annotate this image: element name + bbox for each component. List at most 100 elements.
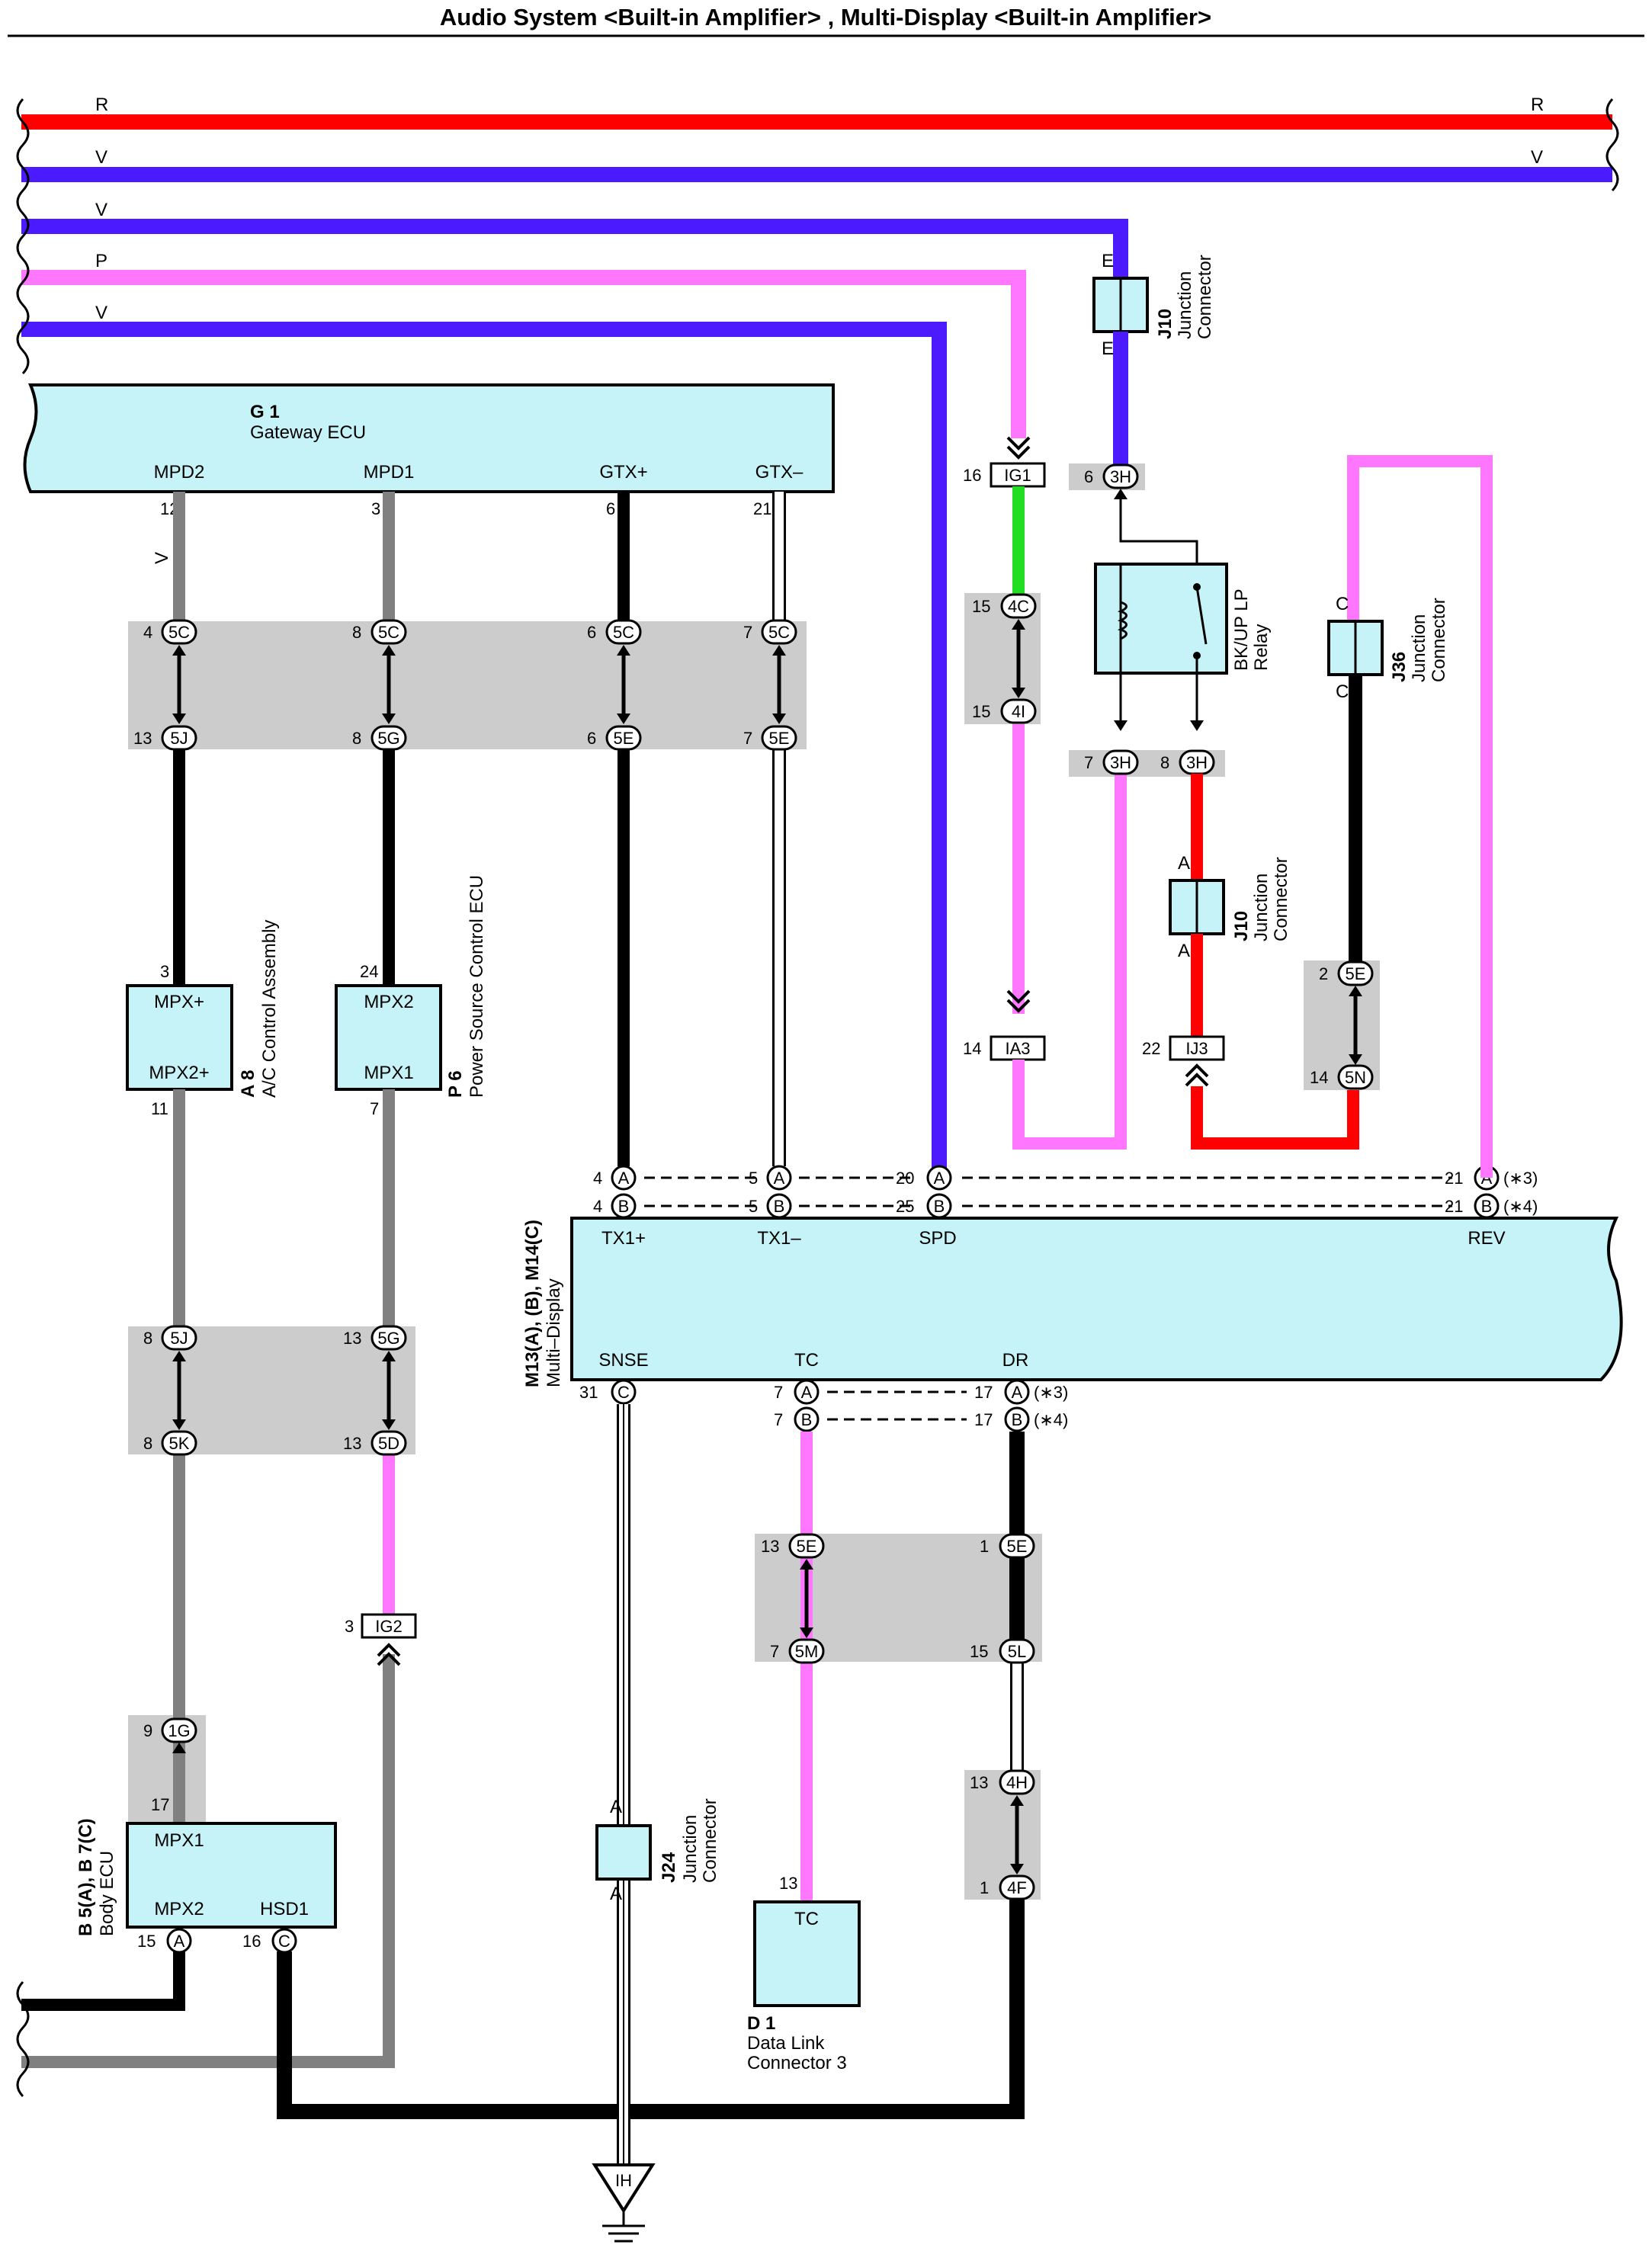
svg-text:3H: 3H	[1186, 753, 1208, 772]
svg-text:5: 5	[749, 1197, 758, 1216]
svg-text:B: B	[618, 1197, 630, 1216]
svg-text:MPX+: MPX+	[154, 992, 204, 1012]
svg-text:J36: J36	[1389, 652, 1410, 682]
svg-text:(∗3): (∗3)	[1034, 1383, 1068, 1402]
svg-text:15: 15	[970, 1642, 988, 1661]
svg-text:1: 1	[980, 1878, 989, 1897]
svg-text:B: B	[774, 1197, 785, 1216]
svg-text:13: 13	[761, 1537, 779, 1556]
svg-text:5E: 5E	[1346, 964, 1366, 983]
snse-ground-wire: A A J24 Junction Connector IH	[592, 1404, 720, 2243]
svg-text:(∗4): (∗4)	[1034, 1410, 1068, 1429]
svg-text:C: C	[1336, 594, 1349, 614]
svg-text:Connector: Connector	[700, 1798, 720, 1883]
svg-text:7: 7	[743, 729, 752, 748]
svg-text:TX1+: TX1+	[601, 1228, 646, 1249]
svg-text:17: 17	[974, 1410, 993, 1429]
svg-text:5E: 5E	[797, 1537, 817, 1556]
svg-text:Junction: Junction	[1175, 271, 1195, 339]
svg-text:Power Source Control ECU: Power Source Control ECU	[467, 875, 487, 1098]
svg-text:5N: 5N	[1345, 1068, 1366, 1087]
svg-text:14: 14	[1310, 1068, 1328, 1087]
svg-text:B: B	[801, 1410, 813, 1429]
svg-text:5D: 5D	[378, 1434, 399, 1453]
svg-text:IJ3: IJ3	[1185, 1039, 1208, 1058]
svg-text:4C: 4C	[1008, 597, 1029, 616]
svg-text:A: A	[1178, 941, 1190, 961]
svg-text:IG2: IG2	[375, 1617, 402, 1636]
svg-text:Junction: Junction	[1251, 874, 1272, 941]
svg-text:5: 5	[749, 1169, 758, 1188]
svg-text:P: P	[95, 251, 107, 271]
svg-text:7: 7	[1084, 753, 1093, 772]
diagram-title: Audio System <Built-in Amplifier> , Mult…	[440, 4, 1211, 30]
svg-text:A: A	[610, 1884, 622, 1904]
svg-text:A: A	[1012, 1383, 1023, 1402]
svg-text:A: A	[801, 1383, 813, 1402]
svg-text:5J: 5J	[170, 1329, 188, 1348]
svg-text:V: V	[95, 200, 107, 220]
svg-text:8: 8	[352, 729, 361, 748]
svg-text:16: 16	[963, 466, 981, 485]
svg-text:MPD2: MPD2	[154, 462, 205, 483]
svg-text:Junction: Junction	[680, 1815, 701, 1883]
svg-text:E: E	[1102, 251, 1114, 271]
svg-text:C: C	[617, 1383, 630, 1402]
svg-text:Body ECU: Body ECU	[97, 1851, 117, 1936]
svg-text:A: A	[934, 1169, 945, 1188]
svg-text:IA3: IA3	[1005, 1039, 1030, 1058]
svg-text:5C: 5C	[768, 623, 790, 642]
svg-text:4: 4	[593, 1169, 602, 1188]
svg-text:IG1: IG1	[1004, 466, 1031, 485]
svg-text:Connector: Connector	[1195, 255, 1215, 339]
svg-text:4: 4	[593, 1197, 602, 1216]
svg-text:A: A	[774, 1169, 785, 1188]
svg-text:5G: 5G	[377, 1329, 399, 1348]
svg-text:8: 8	[352, 623, 361, 642]
svg-text:G 1: G 1	[250, 402, 280, 422]
svg-text:3H: 3H	[1110, 467, 1131, 486]
svg-text:A: A	[618, 1169, 630, 1188]
svg-text:16: 16	[242, 1932, 261, 1951]
svg-text:22: 22	[1142, 1039, 1160, 1058]
svg-text:(∗3): (∗3)	[1503, 1169, 1538, 1188]
svg-text:13: 13	[343, 1329, 361, 1348]
svg-text:11: 11	[151, 1099, 168, 1118]
svg-text:15: 15	[972, 597, 990, 616]
svg-text:Relay: Relay	[1251, 624, 1272, 671]
svg-text:20: 20	[896, 1169, 914, 1188]
g1-wires	[173, 492, 786, 1166]
svg-text:Junction: Junction	[1409, 614, 1429, 682]
svg-text:7: 7	[370, 1099, 379, 1118]
bus-wire-labels: R R V V V P V	[95, 95, 1544, 323]
svg-text:6: 6	[606, 499, 615, 518]
j36-circuit: C C J36 Junction Connector 5E 5N 214	[1310, 455, 1493, 1178]
svg-text:4F: 4F	[1007, 1878, 1027, 1897]
svg-text:3: 3	[371, 499, 380, 518]
svg-text:SNSE: SNSE	[598, 1350, 648, 1371]
svg-text:15: 15	[137, 1932, 156, 1951]
svg-text:6: 6	[1084, 467, 1093, 486]
svg-text:6: 6	[587, 623, 596, 642]
svg-text:REV: REV	[1468, 1228, 1505, 1249]
svg-text:8: 8	[1160, 753, 1169, 772]
svg-text:8: 8	[143, 1434, 152, 1453]
svg-text:TC: TC	[794, 1909, 819, 1929]
svg-text:1G: 1G	[168, 1721, 190, 1740]
svg-text:8: 8	[143, 1329, 152, 1348]
svg-text:MPD1: MPD1	[364, 462, 415, 483]
svg-text:V: V	[95, 303, 107, 323]
svg-text:5C: 5C	[378, 623, 399, 642]
svg-text:4I: 4I	[1012, 702, 1025, 721]
svg-text:M13(A), (B), M14(C): M13(A), (B), M14(C)	[522, 1220, 543, 1387]
svg-text:V: V	[152, 552, 172, 564]
svg-text:GTX+: GTX+	[599, 462, 647, 483]
svg-text:MPX2: MPX2	[154, 1899, 204, 1919]
svg-text:17: 17	[974, 1383, 993, 1402]
svg-text:J24: J24	[659, 1852, 679, 1883]
